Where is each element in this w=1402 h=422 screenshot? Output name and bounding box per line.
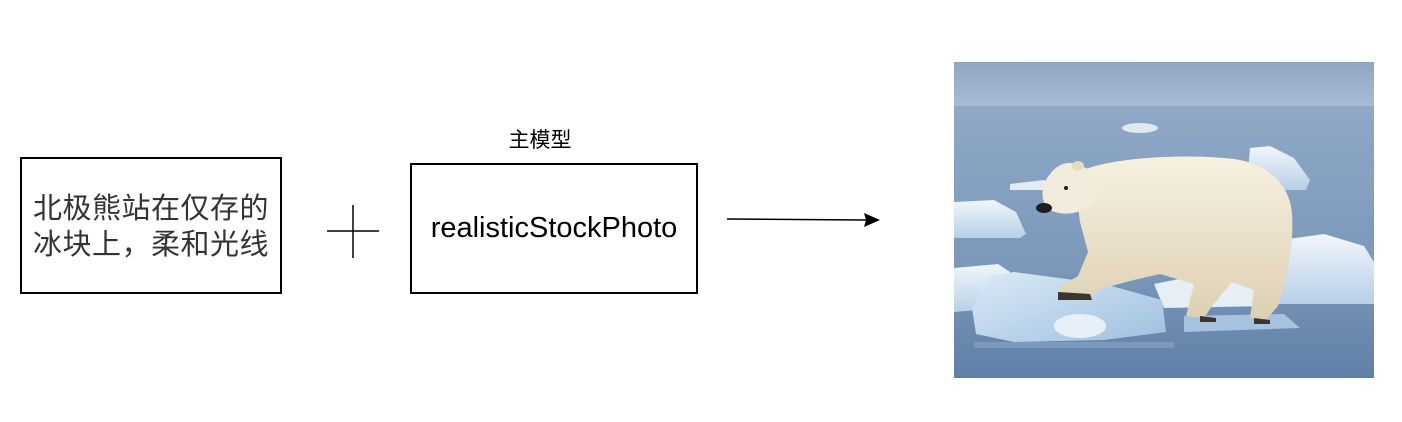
polar-bear xyxy=(1036,156,1293,324)
output-image xyxy=(954,62,1374,378)
prompt-text: 北极熊站在仅存的冰块上，柔和光线 xyxy=(32,190,269,261)
arrow-icon xyxy=(726,213,880,227)
prompt-box: 北极熊站在仅存的冰块上，柔和光线 xyxy=(20,157,282,294)
plus-icon xyxy=(327,205,379,258)
model-name: realisticStockPhoto xyxy=(430,212,678,244)
model-box: realisticStockPhoto xyxy=(410,163,698,294)
model-caption: 主模型 xyxy=(508,128,572,152)
